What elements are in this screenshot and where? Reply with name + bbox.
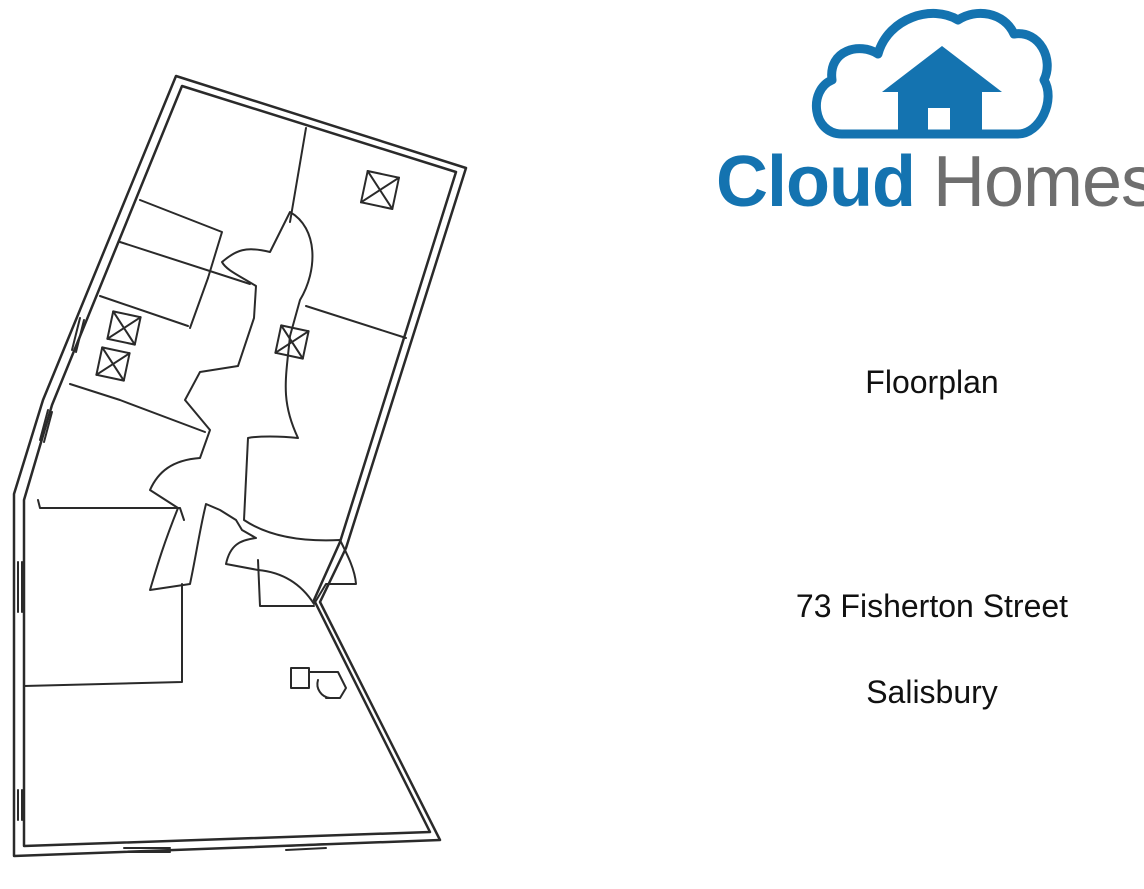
floorplan-heading: Floorplan [865, 364, 999, 400]
address-line-1: 73 Fisherton Street [795, 588, 1069, 624]
cupboard [290, 667, 347, 699]
skylight-marks [95, 170, 400, 382]
brand-name-part1: Cloud [716, 142, 916, 222]
floorplan-drawing [12, 74, 468, 858]
brand-name-part2: Homes [932, 142, 1144, 222]
cloud-house-icon [811, 8, 1053, 139]
outer-wall-inner [22, 84, 458, 848]
address-line-2: Salisbury [866, 674, 998, 710]
outer-wall [12, 74, 468, 858]
window-marks [17, 317, 327, 853]
central-corridor [149, 211, 357, 605]
interior-walls [23, 127, 407, 687]
